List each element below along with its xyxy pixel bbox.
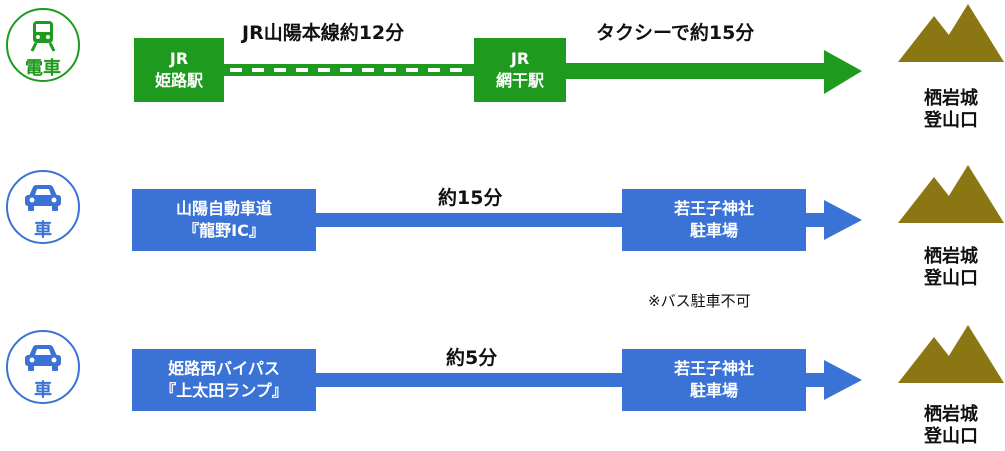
car-icon xyxy=(25,185,61,211)
start-line2: 『龍野IC』 xyxy=(183,221,265,240)
mountain-icon xyxy=(898,325,1004,383)
destination-line1: 栖岩城 xyxy=(924,88,978,109)
route-bar xyxy=(316,373,624,387)
parking-note: ※バス駐車不可 xyxy=(648,292,751,310)
mode-label: 車 xyxy=(34,380,52,401)
mode-badge-car: 車 xyxy=(6,330,80,404)
destination-label: 栖岩城 登山口 xyxy=(896,404,1005,448)
parking-box: 若王子神社 駐車場 xyxy=(622,189,806,251)
destination-line1: 栖岩城 xyxy=(924,246,978,267)
transfer-station-box: JR 網干駅 xyxy=(474,38,566,102)
start-box: 姫路西バイパス 『上太田ランプ』 xyxy=(132,349,316,411)
destination-line1: 栖岩城 xyxy=(924,404,978,425)
station-name: 網干駅 xyxy=(495,71,544,90)
destination-label: 栖岩城 登山口 xyxy=(896,88,1005,132)
taxi-arrow xyxy=(562,50,862,94)
parking-line2: 駐車場 xyxy=(689,381,738,400)
mode-label: 電車 xyxy=(25,58,61,79)
route-bar xyxy=(316,213,624,227)
start-line1: 山陽自動車道 xyxy=(175,199,272,218)
destination-line2: 登山口 xyxy=(924,426,978,447)
rail-line-dashes xyxy=(230,68,470,72)
mode-badge-train: 電車 xyxy=(6,8,80,82)
start-box: 山陽自動車道 『龍野IC』 xyxy=(132,189,316,251)
start-line1: 姫路西バイパス xyxy=(168,359,280,378)
parking-box: 若王子神社 駐車場 xyxy=(622,349,806,411)
route-arrow xyxy=(804,200,862,240)
mountain-icon xyxy=(898,4,1004,62)
destination-line2: 登山口 xyxy=(924,110,978,131)
station-line: JR xyxy=(510,49,530,68)
destination-line2: 登山口 xyxy=(924,268,978,289)
parking-line1: 若王子神社 xyxy=(673,359,754,378)
drive-time-label: 約15分 xyxy=(438,187,503,209)
mode-label: 車 xyxy=(34,220,52,241)
parking-line2: 駐車場 xyxy=(689,221,738,240)
destination-label: 栖岩城 登山口 xyxy=(896,246,1005,290)
station-name: 姫路駅 xyxy=(154,71,203,90)
drive-time-label: 約5分 xyxy=(446,347,498,369)
train-icon xyxy=(30,21,56,52)
mountain-icon xyxy=(898,165,1004,223)
mode-badge-car: 車 xyxy=(6,170,80,244)
car-icon xyxy=(25,345,61,371)
start-line2: 『上太田ランプ』 xyxy=(160,381,288,400)
station-line: JR xyxy=(169,49,189,68)
train-segment-label: JR山陽本線約12分 xyxy=(242,22,405,44)
start-station-box: JR 姫路駅 xyxy=(134,38,224,102)
route-arrow xyxy=(804,360,862,400)
parking-line1: 若王子神社 xyxy=(673,199,754,218)
taxi-label: タクシーで約15分 xyxy=(596,22,755,44)
